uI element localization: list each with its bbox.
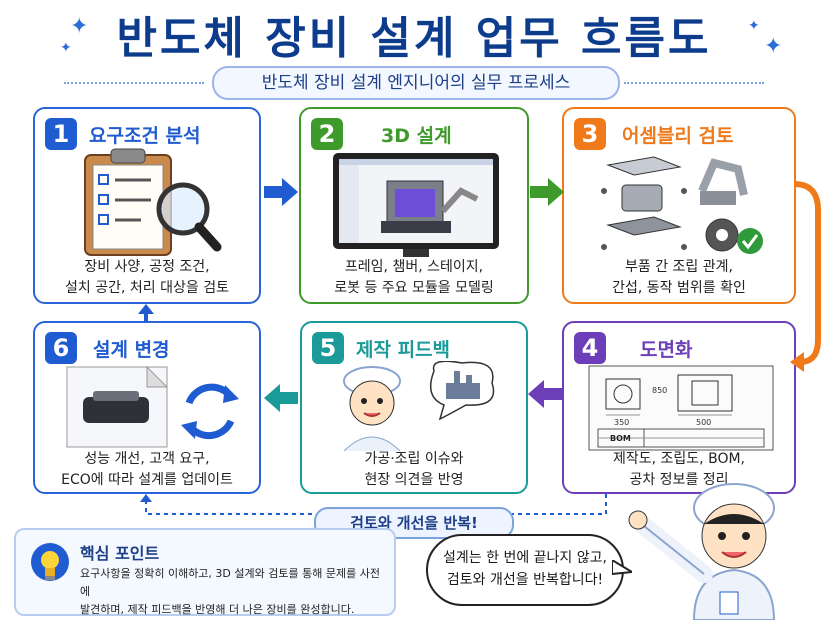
engineer-pointing-icon (628, 483, 776, 620)
document-refresh-icon (66, 365, 239, 448)
step-number-badge: 3 (574, 118, 606, 150)
dimension-label: 500 (696, 418, 711, 427)
exploded-assembly-icon (601, 156, 763, 254)
arrow-down-curve-icon (790, 181, 821, 372)
step-card-1: 1 요구조건 분석 장비 사양, 공정 조건, 설치 공간, 처리 대상을 검토 (33, 107, 261, 304)
arrow-right-icon (530, 178, 564, 206)
engineer-factory-icon (343, 361, 495, 451)
sparkle-icon: ✦ (70, 14, 89, 39)
step-number-badge: 2 (311, 118, 343, 150)
step-card-2: 2 3D 설계 프레임, 챔버, 스테이지, 로봇 등 주요 모듈을 모델링 (299, 107, 529, 304)
step-desc: 가공·조립 이슈와 현장 의견을 반영 (364, 451, 464, 488)
repeat-loop-line (140, 494, 607, 515)
step-title: 도면화 (640, 339, 693, 361)
step-desc: 부품 간 조립 관계, 간섭, 동작 범위를 확인 (612, 259, 746, 296)
arrow-up-icon (138, 304, 154, 322)
sparkle-icon: ✦ (60, 40, 72, 56)
technical-drawing-icon: 350 850 500 BOM (588, 365, 774, 451)
step-card-4: 4 도면화 350 850 500 BOM 제작도, 조립도, BOM, 공차 … (562, 321, 796, 494)
step-title: 설계 변경 (93, 339, 170, 361)
dimension-label: 350 (614, 418, 629, 427)
subtitle: 반도체 장비 설계 엔지니어의 실무 프로세스 (212, 66, 620, 100)
sparkle-icon: ✦ (764, 34, 783, 59)
lightbulb-icon (31, 543, 69, 581)
step-number-badge: 5 (312, 332, 344, 364)
page-title: 반도체 장비 설계 업무 흐름도 (116, 13, 712, 64)
arrow-left-icon (264, 384, 298, 412)
step-title: 제작 피드백 (356, 339, 451, 361)
divider (64, 82, 204, 84)
speech-tail (612, 560, 632, 576)
bom-label: BOM (610, 434, 631, 443)
divider (624, 82, 764, 84)
step-number-badge: 1 (45, 118, 77, 150)
step-title: 어셈블리 검토 (622, 125, 734, 147)
step-title: 3D 설계 (381, 125, 452, 147)
dimension-label: 850 (652, 386, 667, 395)
step-card-3: 3 어셈블리 검토 부품 간 조립 관계, 간섭, 동작 범위를 확인 (562, 107, 796, 304)
step-number-badge: 4 (574, 332, 606, 364)
monitor-cad-icon (333, 153, 499, 257)
arrow-right-icon (264, 178, 298, 206)
step-card-5: 5 제작 피드백 가공·조립 이슈와 현장 의견을 반영 (300, 321, 528, 494)
step-card-6: 6 설계 변경 성능 개선, 고객 요구, ECO에 따라 설계를 업데이트 (33, 321, 261, 494)
step-title: 요구조건 분석 (89, 125, 201, 147)
speech-bubble: 설계는 한 번에 끝나지 않고, 검토와 개선을 반복합니다! (426, 534, 624, 606)
step-number-badge: 6 (45, 332, 77, 364)
sparkle-icon: ✦ (748, 18, 760, 34)
step-desc: 제작도, 조립도, BOM, 공차 정보를 정리 (613, 451, 745, 488)
step-desc: 장비 사양, 공정 조건, 설치 공간, 처리 대상을 검토 (65, 259, 229, 296)
key-point-title: 핵심 포인트 (80, 544, 160, 563)
arrow-left-icon (528, 380, 562, 408)
key-point-box (14, 528, 396, 616)
step-desc: 프레임, 챔버, 스테이지, 로봇 등 주요 모듈을 모델링 (334, 259, 494, 296)
step-desc: 성능 개선, 고객 요구, ECO에 따라 설계를 업데이트 (61, 451, 233, 488)
clipboard-magnifier-icon (84, 148, 222, 256)
key-point-body: 요구사항을 정확히 이해하고, 3D 설계와 검토를 통해 문제를 사전에 발견… (80, 567, 380, 616)
